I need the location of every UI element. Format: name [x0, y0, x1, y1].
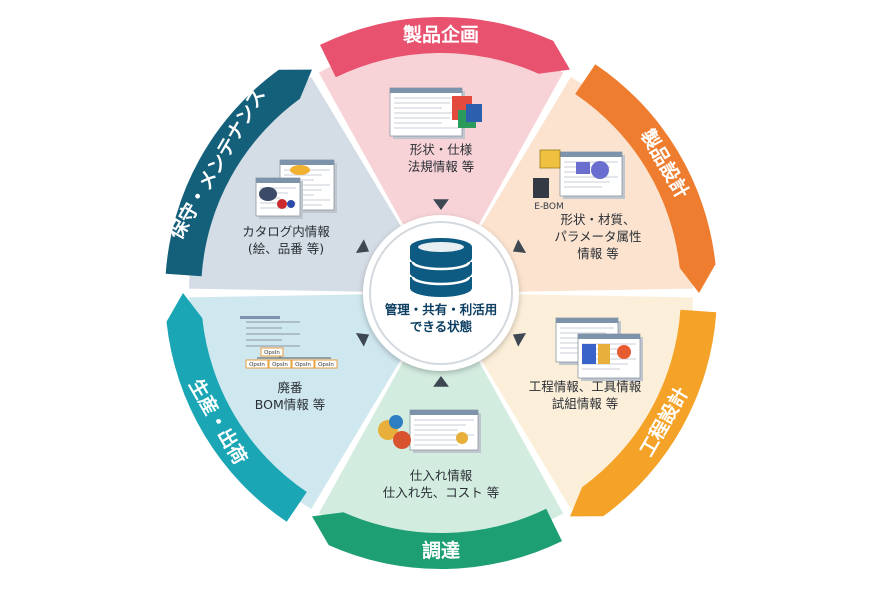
catalog-icon — [255, 159, 337, 219]
sector-text-maintenance: カタログ内情報 — [242, 224, 330, 239]
sector-text-procurement: 仕入れ先、コスト 等 — [383, 485, 499, 500]
sector-text-process: 工程情報、工具情報 — [529, 379, 642, 394]
cad-bom-icon: E-BOM — [533, 149, 625, 212]
stage-title-procurement: 調達 — [422, 539, 460, 562]
sector-text-planning: 形状・仕様 — [410, 142, 473, 157]
bom-tag: OpsIn — [295, 362, 311, 368]
stage-band-procurement — [312, 508, 562, 570]
sector-text-production: BOM情報 等 — [255, 397, 325, 412]
stage-band-planning — [320, 16, 570, 78]
process-sheet-icon — [555, 317, 643, 381]
inward-arrow-process — [512, 333, 527, 347]
bom-tag: OpsIn — [264, 350, 280, 356]
thumb-label-design: E-BOM — [534, 202, 563, 212]
sector-text-design: パラメータ属性 — [554, 229, 641, 244]
stage-band-process — [570, 309, 717, 517]
sector-text-planning: 法規情報 等 — [408, 159, 474, 174]
stage-title-planning: 製品企画 — [402, 23, 479, 46]
sector-text-process: 試組情報 等 — [552, 396, 618, 411]
stage-band-production — [166, 293, 307, 522]
bom-tag: OpsIn — [249, 362, 265, 368]
center-label-line1: 管理・共有・利活用 — [385, 302, 498, 317]
database-icon — [410, 238, 472, 297]
bom-tag: OpsIn — [272, 362, 288, 368]
document-files-icon — [389, 87, 482, 139]
inward-arrow-maintenance — [355, 239, 370, 253]
stage-band-design — [575, 64, 716, 293]
currency-icon — [378, 409, 481, 453]
inward-arrow-production — [355, 333, 370, 347]
inward-arrow-planning — [433, 199, 449, 210]
inward-arrow-design — [512, 239, 527, 253]
sector-text-production: 廃番 — [277, 380, 303, 395]
inward-arrow-procurement — [433, 376, 449, 387]
center-label-line2: できる状態 — [410, 319, 473, 334]
sector-text-design: 形状・材質、 — [560, 212, 635, 227]
sector-text-design: 情報 等 — [577, 246, 618, 261]
bom-tag: OpsIn — [318, 362, 334, 368]
sector-text-procurement: 仕入れ情報 — [410, 468, 473, 483]
sector-text-maintenance: (絵、品番 等) — [248, 241, 324, 256]
sector-production — [189, 294, 404, 509]
stage-band-maintenance — [165, 69, 312, 277]
